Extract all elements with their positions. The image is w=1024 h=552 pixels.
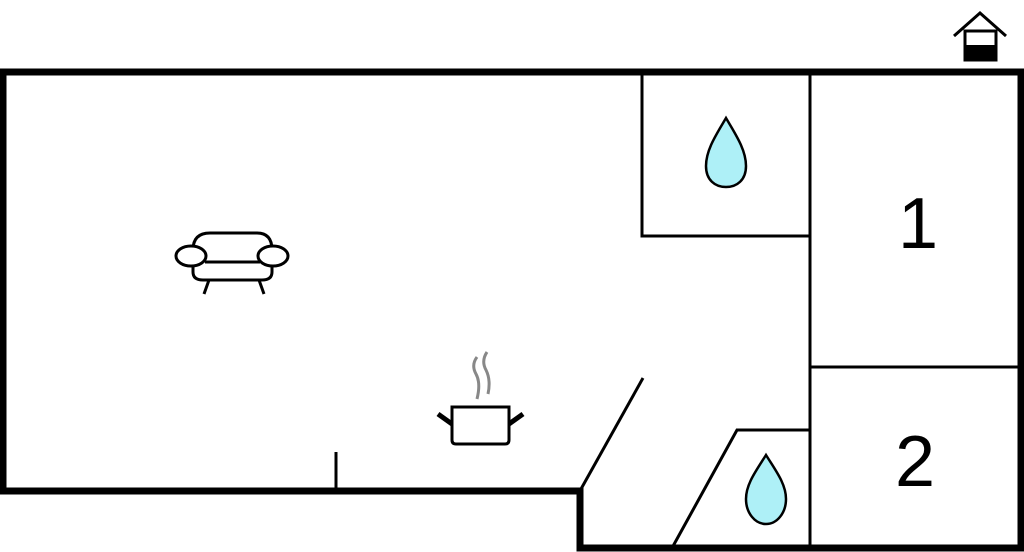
room-label-2: 2	[895, 422, 935, 502]
water-drop-icon	[744, 452, 788, 526]
sofa-icon	[174, 231, 290, 295]
outer-wall	[0, 68, 1024, 552]
cooking-pot-icon	[436, 351, 525, 446]
inner-walls	[334, 72, 1021, 549]
room-label-1: 1	[898, 184, 938, 264]
house-level-icon	[953, 10, 1007, 62]
water-drop-icon	[704, 115, 748, 189]
